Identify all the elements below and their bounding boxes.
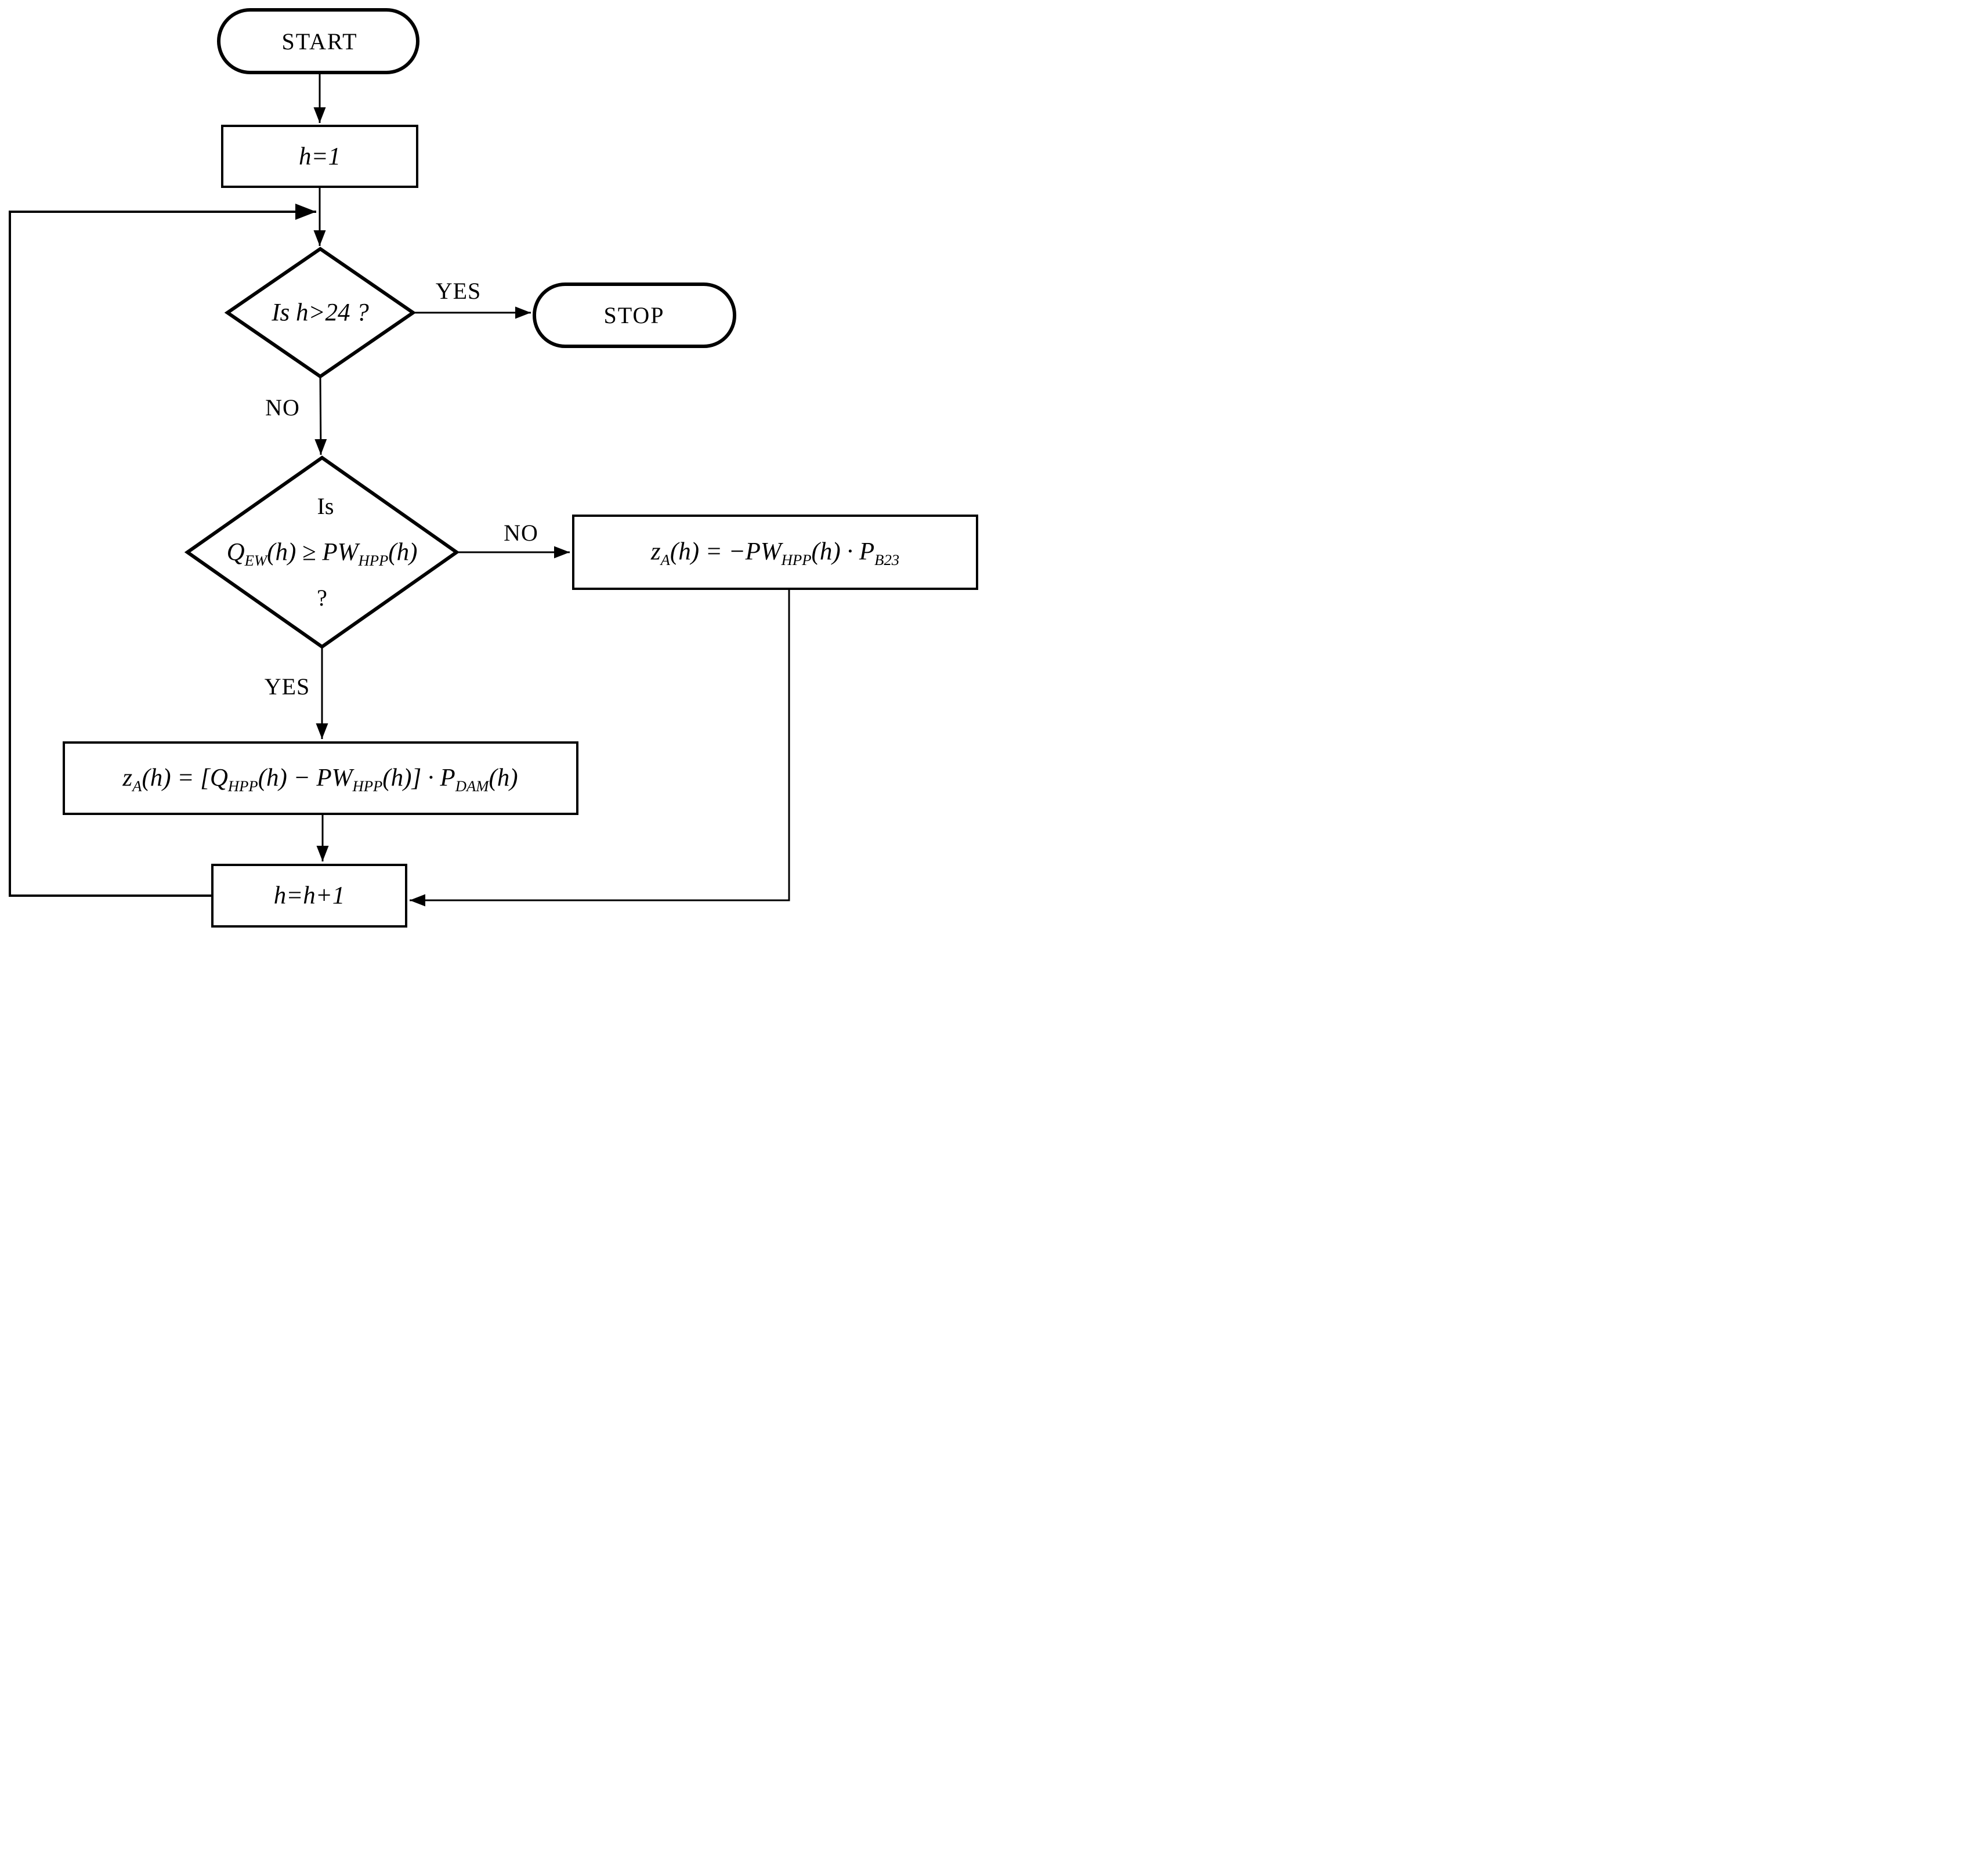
start-label: START [281,28,358,55]
negative-revenue-formula: zA(h) = −PWHPP(h) · PB23 [650,538,900,568]
negative-revenue-process-shape [572,515,978,590]
increment-label: h=h+1 [273,882,345,910]
check-supply-line3: ? [317,585,327,611]
init-process-shape [221,125,418,188]
check-supply-decision-shape [184,455,460,649]
edge-loop-return [9,204,316,897]
edge-label-check-supply-no: NO [504,520,538,546]
positive-revenue-formula: zA(h) = [QHPP(h) − PWHPP(h)] · PDAM(h) [122,764,518,795]
check-supply-formula: QEW(h) ≥ PWHPP(h) [226,538,418,569]
edge-label-check-supply-yes: YES [264,673,310,700]
init-label: h=1 [298,143,341,171]
increment-process-shape [211,864,407,928]
stop-terminator-shape [533,283,736,348]
start-terminator-shape [217,8,419,74]
edge-label-check-hour-yes: YES [435,278,482,304]
check-hour-label: Is h>24 ? [272,299,369,327]
edge-negative-to-increment [410,589,790,907]
flowchart-canvas: START h=1 Is h>24 ? STOP Is QEW(h) ≥ PWH… [0,0,988,938]
stop-label: STOP [603,302,665,328]
positive-revenue-process-shape [63,741,578,815]
edge-label-check-hour-no: NO [265,394,300,421]
check-hour-decision-shape [224,247,417,379]
check-supply-line1: Is [317,493,334,519]
flowchart-shapes-layer [9,8,978,928]
edge-check-hour-no [314,376,327,455]
